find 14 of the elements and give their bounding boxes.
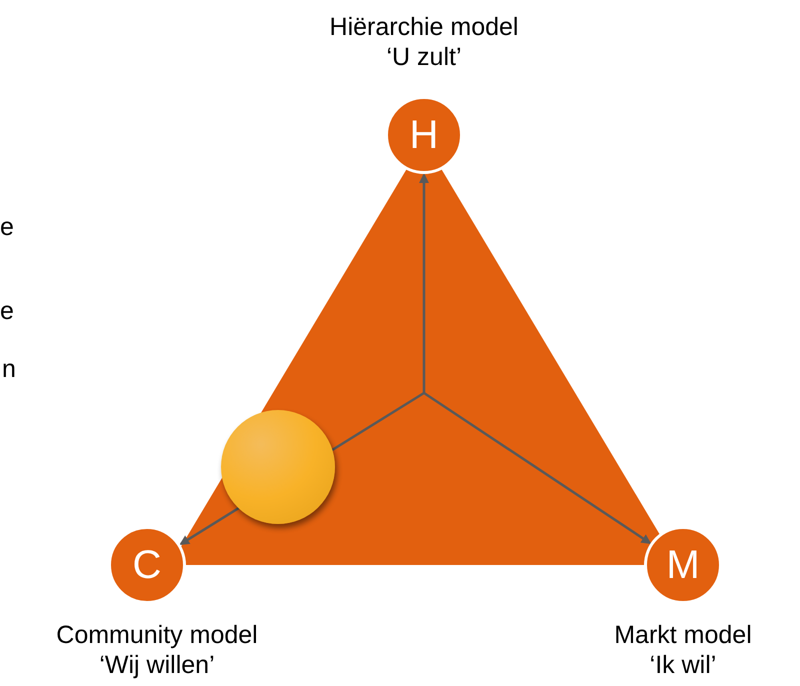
arrow — [419, 173, 429, 393]
cropped-text: n — [2, 354, 16, 384]
node-caption: ‘Wij willen’ — [99, 650, 215, 680]
cropped-text: e — [0, 212, 14, 242]
cropped-text: e — [0, 296, 14, 326]
node-letter: M — [666, 545, 700, 585]
node-letter: H — [410, 115, 438, 155]
node-caption: Hiërarchie model — [330, 12, 518, 42]
node-caption: Community model — [56, 620, 258, 650]
node-letter: C — [132, 545, 162, 585]
arrow — [423, 392, 652, 544]
node-caption: ‘Ik wil’ — [650, 650, 716, 680]
node-caption: ‘U zult’ — [386, 42, 462, 72]
node-caption: Markt model — [614, 620, 752, 650]
